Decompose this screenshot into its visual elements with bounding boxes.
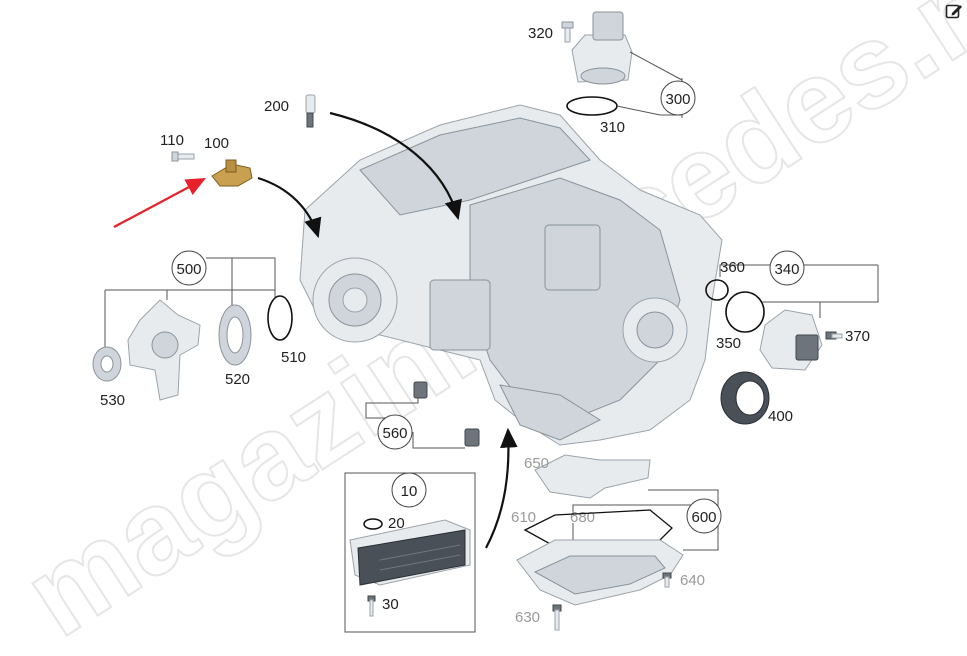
- part-500-flange: [127, 299, 201, 401]
- callout-680: 680: [570, 509, 595, 526]
- flow-arrow-100: [257, 176, 322, 239]
- callout-520: 520: [225, 371, 250, 388]
- callout-200: 200: [264, 98, 289, 115]
- callout-20: 20: [388, 515, 405, 532]
- part-100-fitting: [211, 159, 253, 187]
- part-560-plug-a: [413, 381, 428, 399]
- callout-650: 650: [524, 455, 549, 472]
- callout-340: 340: [774, 261, 799, 278]
- callout-370: 370: [845, 328, 870, 345]
- part-400-seal: [720, 371, 770, 425]
- part-30-bolt: [367, 595, 376, 617]
- part-650-filter: [534, 454, 651, 499]
- callout-300: 300: [665, 91, 690, 108]
- callout-10: 10: [401, 483, 418, 500]
- callout-100: 100: [204, 135, 229, 152]
- callout-400: 400: [768, 408, 793, 425]
- callout-circle-300: [660, 80, 696, 116]
- part-300-sensor: [571, 11, 633, 85]
- callout-630: 630: [515, 609, 540, 626]
- callout-500: 500: [176, 261, 201, 278]
- callout-560: 560: [382, 425, 407, 442]
- callout-circle-340: [769, 250, 805, 286]
- callout-circle-600: [686, 498, 722, 534]
- edit-icon: [945, 4, 962, 19]
- part-530-nut: [92, 346, 122, 382]
- callout-640: 640: [680, 572, 705, 589]
- callout-350: 350: [716, 335, 741, 352]
- part-350-oring: [725, 291, 765, 333]
- part-340-sensor: [759, 309, 823, 371]
- callout-510: 510: [281, 349, 306, 366]
- part-10-oil-cooler: [349, 519, 471, 586]
- edit-button[interactable]: [945, 2, 963, 20]
- callout-110: 110: [160, 132, 184, 149]
- part-560-plug-b: [464, 428, 480, 447]
- flow-arrow-10: [485, 427, 518, 549]
- callout-circle-560: [377, 414, 413, 450]
- flow-arrow-200: [329, 111, 462, 221]
- callout-circle-500: [171, 250, 207, 286]
- part-600-oil-pan: [516, 539, 684, 606]
- callout-circle-10: [391, 472, 427, 508]
- callout-610: 610: [511, 509, 536, 526]
- part-360-oring: [705, 279, 729, 301]
- callout-360: 360: [720, 259, 745, 276]
- part-640-bolt: [662, 572, 672, 588]
- part-520-seal: [218, 304, 252, 366]
- transmission-housing: [299, 104, 723, 446]
- callout-310: 310: [600, 119, 625, 136]
- highlight-arrow: [113, 177, 206, 228]
- part-310-oring: [566, 96, 618, 116]
- callout-30: 30: [382, 596, 399, 613]
- callout-530: 530: [100, 392, 125, 409]
- part-370-bolt: [825, 331, 843, 340]
- part-510-oring: [267, 295, 293, 341]
- part-200-sensor: [305, 94, 316, 128]
- part-20-oring: [363, 518, 383, 530]
- part-320-bolt: [561, 21, 574, 43]
- part-110-bolt: [171, 151, 195, 162]
- part-630-drain-plug: [552, 604, 562, 631]
- callout-600: 600: [691, 509, 716, 526]
- callout-320: 320: [528, 25, 553, 42]
